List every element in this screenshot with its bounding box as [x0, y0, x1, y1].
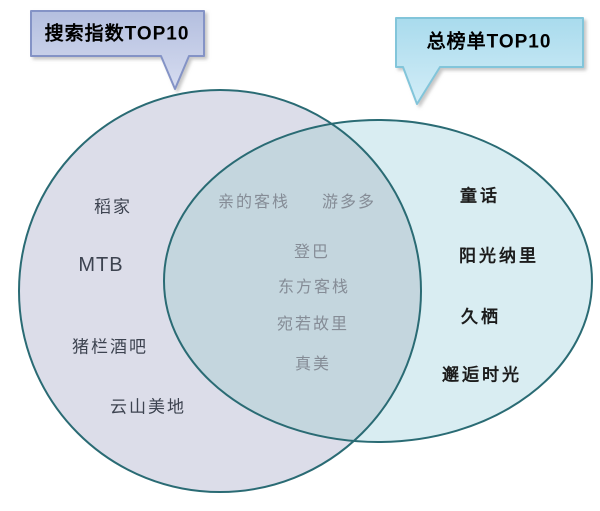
left-circle-item: 云山美地 — [110, 397, 186, 417]
overlap-item: 亲的客栈 — [217, 194, 291, 211]
left-callout-bubble — [30, 10, 205, 90]
right-ellipse-outline — [163, 119, 593, 443]
left-callout-label: 搜索指数TOP10 — [44, 23, 190, 45]
overlap-item: 真美 — [294, 356, 332, 373]
left-circle-item: 稻家 — [94, 197, 132, 217]
right-circle-item: 童话 — [460, 186, 500, 206]
overlap-item: 登巴 — [293, 244, 331, 261]
right-circle-item: 阳光纳里 — [459, 246, 539, 266]
left-circle-outline — [18, 89, 422, 493]
overlap-item: 东方客栈 — [277, 279, 351, 296]
right-circle-item: 久栖 — [461, 307, 501, 327]
overlap-item: 宛若故里 — [276, 316, 350, 333]
overlap-region — [164, 120, 421, 442]
left-circle-item: 猪栏酒吧 — [72, 337, 148, 357]
right-callout-bubble — [395, 17, 584, 105]
right-callout-label: 总榜单TOP10 — [426, 31, 552, 53]
right-circle-item: 邂逅时光 — [442, 365, 522, 385]
overlap-item: 游多多 — [321, 194, 377, 211]
left-circle-item: MTB — [78, 254, 124, 276]
